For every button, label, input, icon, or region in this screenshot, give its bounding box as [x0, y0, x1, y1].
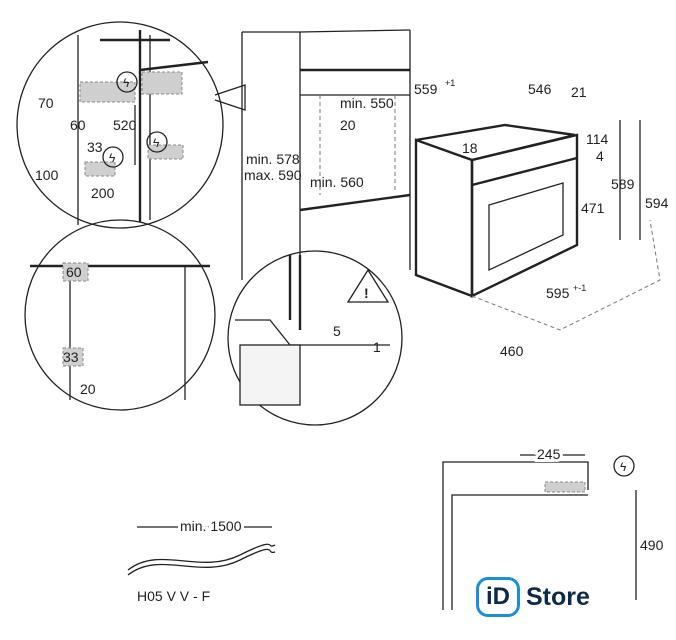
- cable-type: H05 V V - F: [137, 588, 210, 604]
- logo-name: Store: [526, 582, 590, 611]
- dim-21: 21: [571, 84, 587, 100]
- oven-drawing: 559 +1 546 21 18 114 4 589 594 471 595 +…: [414, 78, 669, 359]
- cable-drawing: min. 1500 H05 V V - F: [127, 515, 276, 604]
- dim-18: 18: [462, 140, 478, 156]
- dim-min-560: min. 560: [310, 174, 364, 190]
- store-logo: iD Store: [476, 577, 590, 617]
- dim-20-corner: 20: [80, 381, 96, 397]
- svg-text:ϟ: ϟ: [153, 136, 160, 150]
- svg-text:ϟ: ϟ: [620, 460, 627, 474]
- electric-socket-icon: [146, 131, 168, 153]
- dim-460: 460: [500, 343, 524, 359]
- rear-view-drawing: 245 ϟ 490: [442, 443, 664, 610]
- dim-33-corner: 33: [63, 349, 79, 365]
- dim-200: 200: [91, 185, 115, 201]
- dim-595: 595: [546, 285, 570, 301]
- dim-471: 471: [581, 200, 605, 216]
- cable-length: min. 1500: [180, 518, 242, 534]
- dim-559: 559: [414, 81, 438, 97]
- dim-5: 5: [333, 323, 341, 339]
- warning-icon: [346, 268, 390, 303]
- dim-60: 60: [70, 117, 86, 133]
- dim-520: 520: [113, 117, 137, 133]
- electric-socket-icon: [102, 146, 124, 168]
- dim-min-578: min. 578: [246, 151, 300, 167]
- dim-max-590: max. 590: [244, 167, 302, 183]
- dim-33: 33: [87, 139, 103, 155]
- dim-1: 1: [373, 339, 381, 355]
- dim-100: 100: [35, 167, 59, 183]
- detail-circle-sockets: ϟ ϟ ϟ 70 60 520 33 100 200: [16, 21, 246, 229]
- dim-490: 490: [640, 537, 664, 553]
- svg-text:ϟ: ϟ: [109, 151, 116, 165]
- svg-text:!: !: [364, 285, 369, 301]
- dim-60-corner: 60: [66, 264, 82, 280]
- detail-circle-section: ! 5 1: [227, 250, 403, 426]
- dim-4: 4: [596, 148, 604, 164]
- electric-socket-icon: [613, 455, 635, 477]
- dim-114: 114: [586, 131, 609, 147]
- dim-546: 546: [528, 81, 552, 97]
- dim-589: 589: [611, 176, 635, 192]
- tolerance-595: +-1: [573, 283, 586, 293]
- svg-text:ϟ: ϟ: [123, 76, 130, 90]
- dim-70: 70: [38, 95, 54, 111]
- dim-245: 245: [537, 446, 561, 462]
- electric-socket-icon: [116, 71, 138, 93]
- detail-circle-corner: 60 33 20: [24, 219, 216, 411]
- dim-594: 594: [645, 195, 669, 211]
- logo-id-mark: iD: [476, 577, 520, 617]
- cabinet-drawing: min. 550 min. 578 max. 590 20 min. 560: [241, 29, 411, 285]
- tolerance-559: +1: [445, 78, 455, 88]
- dim-min-550: min. 550: [340, 95, 394, 111]
- dim-20: 20: [340, 117, 356, 133]
